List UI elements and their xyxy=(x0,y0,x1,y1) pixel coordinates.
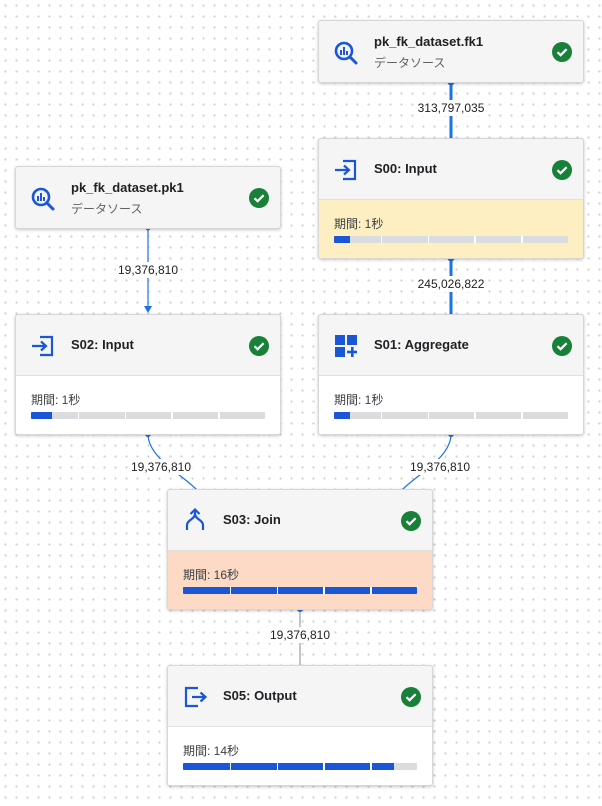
node-title: S00: Input xyxy=(374,161,437,176)
check-circle-icon xyxy=(552,42,572,62)
duration-label: 期間: 16秒 xyxy=(183,568,240,582)
node-subtitle: データソース xyxy=(71,202,143,216)
duration-label: 期間: 14秒 xyxy=(183,744,240,758)
check-circle-icon xyxy=(401,511,421,531)
progress-segment-divider xyxy=(427,236,430,243)
check-circle-icon xyxy=(249,188,269,208)
progress-segment-divider xyxy=(370,587,372,594)
edge-label-s01-s03: 19,376,810 xyxy=(407,459,473,475)
input-icon xyxy=(32,335,54,357)
node-metrics: 期間: 1秒 xyxy=(16,375,280,434)
node-title: S03: Join xyxy=(223,512,281,527)
progress-segment-divider xyxy=(474,412,476,419)
progress-bar xyxy=(334,236,568,243)
progress-segment-divider xyxy=(521,412,523,419)
progress-segment-divider xyxy=(370,763,372,770)
check-circle-icon xyxy=(552,336,572,356)
join-icon xyxy=(185,508,205,530)
progress-segment-divider xyxy=(276,587,279,594)
progress-segment-divider xyxy=(380,236,383,243)
node-title: S02: Input xyxy=(71,337,134,352)
node-title: pk_fk_dataset.fk1 xyxy=(374,34,484,49)
progress-segment-divider xyxy=(474,236,476,243)
edge-label-s03-s05: 19,376,810 xyxy=(267,627,333,643)
edge-label-fk1-s00: 313,797,035 xyxy=(415,100,487,116)
progress-bar xyxy=(183,763,417,770)
progress-segment-divider xyxy=(229,587,232,594)
node-datasource-fk1[interactable]: pk_fk_dataset.fk1 データソース xyxy=(318,20,584,83)
progress-segment-divider xyxy=(77,412,80,419)
node-s02-input[interactable]: S02: Input 期間: 1秒 xyxy=(15,314,281,435)
aggregate-icon xyxy=(335,335,357,357)
edge-label-s00-s01: 245,026,822 xyxy=(415,276,487,292)
node-datasource-pk1[interactable]: pk_fk_dataset.pk1 データソース xyxy=(15,166,281,229)
node-metrics: 期間: 1秒 xyxy=(319,199,583,258)
input-icon xyxy=(335,159,357,181)
bigquery-icon xyxy=(31,187,55,211)
progress-segment-divider xyxy=(276,763,279,770)
node-s01-aggregate[interactable]: S01: Aggregate 期間: 1秒 xyxy=(318,314,584,435)
node-s05-output[interactable]: S05: Output 期間: 14秒 xyxy=(167,665,433,786)
node-metrics: 期間: 1秒 xyxy=(319,375,583,434)
progress-segment-divider xyxy=(323,763,325,770)
progress-bar xyxy=(183,587,417,594)
node-s03-join[interactable]: S03: Join 期間: 16秒 xyxy=(167,489,433,610)
progress-segment-divider xyxy=(171,412,173,419)
node-metrics: 期間: 14秒 xyxy=(168,726,432,785)
node-title: pk_fk_dataset.pk1 xyxy=(71,180,184,195)
progress-segment-divider xyxy=(229,763,232,770)
node-subtitle: データソース xyxy=(374,56,446,70)
edge-label-s02-s03: 19,376,810 xyxy=(128,459,194,475)
duration-label: 期間: 1秒 xyxy=(334,217,384,231)
duration-label: 期間: 1秒 xyxy=(31,393,81,407)
edge-label-pk1-s02: 19,376,810 xyxy=(115,262,181,278)
progress-segment-divider xyxy=(380,412,383,419)
progress-segment-divider xyxy=(218,412,220,419)
progress-segment-divider xyxy=(521,236,523,243)
duration-label: 期間: 1秒 xyxy=(334,393,384,407)
node-s00-input[interactable]: S00: Input 期間: 1秒 xyxy=(318,138,584,259)
progress-bar xyxy=(334,412,568,419)
check-circle-icon xyxy=(401,687,421,707)
bigquery-icon xyxy=(334,41,358,65)
progress-segment-divider xyxy=(323,587,325,594)
node-metrics: 期間: 16秒 xyxy=(168,550,432,609)
output-icon xyxy=(184,686,208,708)
edge-pk1-s02-arrowhead xyxy=(144,306,152,313)
check-circle-icon xyxy=(552,160,572,180)
progress-segment-divider xyxy=(124,412,127,419)
node-title: S01: Aggregate xyxy=(374,337,469,352)
check-circle-icon xyxy=(249,336,269,356)
node-title: S05: Output xyxy=(223,688,297,703)
progress-segment-divider xyxy=(427,412,430,419)
progress-bar xyxy=(31,412,265,419)
